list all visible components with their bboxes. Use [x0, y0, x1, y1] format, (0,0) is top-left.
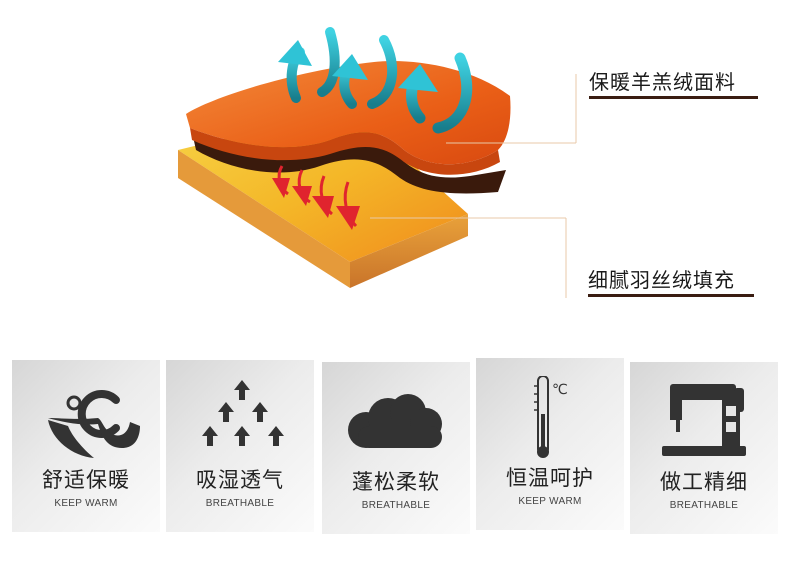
feature-tile-constant-temp: ℃ 恒温呵护 KEEP WARM: [476, 358, 624, 530]
feature-title: 做工精细: [660, 470, 748, 494]
callout-filling-label: 细腻羽丝绒填充: [588, 268, 735, 292]
callout-fabric-underline: [589, 96, 758, 99]
feature-subtitle: BREATHABLE: [205, 498, 275, 509]
upward-arrows-icon: [202, 380, 284, 446]
cloud-icon: [348, 394, 442, 448]
fabric-layer-illustration: [178, 27, 577, 298]
warmth-escape-arrows: [278, 27, 473, 134]
lining-layer: [192, 132, 506, 194]
feature-title: 吸湿透气: [196, 468, 284, 492]
thermo-unit: ℃: [552, 382, 568, 398]
feature-tile-fluffy-soft: 蓬松柔软 BREATHABLE: [322, 362, 470, 534]
sewing-machine-icon: [662, 384, 746, 456]
feature-title: 恒温呵护: [506, 466, 594, 490]
feature-subtitle: KEEP WARM: [518, 496, 582, 507]
thermometer-celsius-icon: [48, 390, 140, 458]
feature-subtitle: KEEP WARM: [54, 498, 118, 509]
thermometer-icon: ℃: [534, 376, 568, 458]
feature-tile-keep-warm: 舒适保暖 KEEP WARM: [12, 360, 160, 532]
warmth-retention-arrows: [272, 165, 360, 230]
callout-fabric-label: 保暖羊羔绒面料: [589, 70, 736, 94]
feature-subtitle: BREATHABLE: [669, 500, 739, 511]
feature-title: 舒适保暖: [42, 468, 130, 492]
feature-subtitle: BREATHABLE: [361, 500, 431, 511]
callout-filling-underline: [588, 294, 754, 297]
feature-tile-breathable: 吸湿透气 BREATHABLE: [166, 360, 314, 532]
feature-tile-fine-workmanship: 做工精细 BREATHABLE: [630, 362, 778, 534]
feature-title: 蓬松柔软: [352, 470, 440, 494]
